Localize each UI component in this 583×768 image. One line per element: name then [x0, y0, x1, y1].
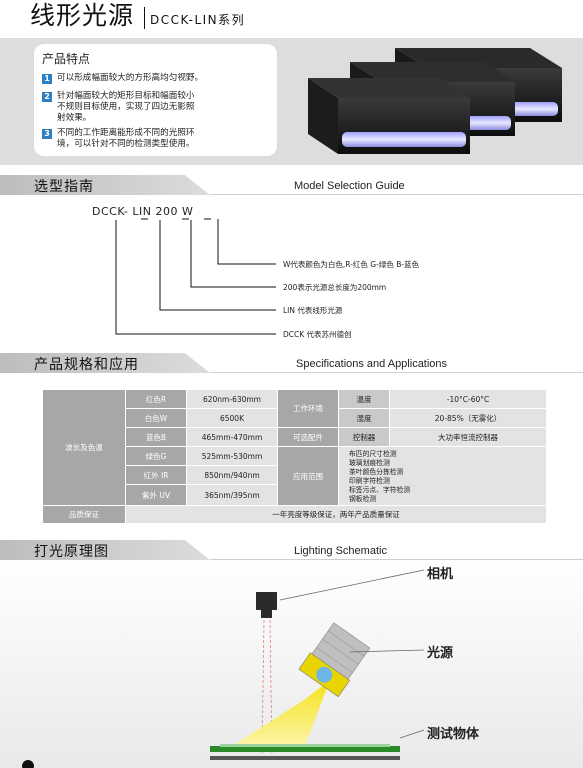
test-object-label: 测试物体	[427, 727, 480, 742]
application-item: 茶叶颜色分拣检测	[349, 468, 404, 476]
spec-color-name: 红色R	[126, 390, 186, 408]
spec-application-list: 布匹的尺寸检测 玻璃划痕检测 茶叶颜色分拣检测 印刷字符检测 标签污点、字符检测…	[339, 447, 546, 505]
feature-line: 境，可以针对不同的检测类型使用。	[57, 139, 195, 149]
spec-humidity-label: 湿度	[339, 409, 389, 427]
spec-temperature-label: 温度	[339, 390, 389, 408]
spec-color-value: 850nm/940nm	[187, 466, 277, 484]
spec-section-header: 产品规格和应用 Specifications and Applications	[0, 353, 583, 373]
spec-environment-label: 工作环境	[278, 390, 338, 427]
spec-color-name: 白色W	[126, 409, 186, 427]
spec-title-cn: 产品规格和应用	[34, 357, 139, 373]
spec-color-name: 紫外 UV	[126, 485, 186, 505]
spec-color-value: 525mm-530mm	[187, 447, 277, 465]
feature-title: 产品特点	[42, 52, 91, 66]
model-note: DCCK 代表苏州德创	[283, 330, 352, 339]
spec-quality-value: 一年亮度等级保证，两年产品质量保证	[126, 506, 546, 523]
model-note: 200表示光源总长度为200mm	[283, 283, 387, 292]
test-object-shape	[210, 744, 400, 760]
page-header: 线形光源 DCCK-LIN系列	[30, 0, 245, 32]
light-beam	[232, 680, 330, 746]
label-leaders	[279, 569, 425, 739]
spec-color-name: 蓝色B	[126, 428, 186, 446]
feature-number: 1	[42, 74, 52, 84]
feature-number: 2	[42, 92, 52, 102]
page-title: 线形光源	[30, 1, 135, 30]
feature-line: 针对幅面较大的矩形目标和幅面较小	[57, 91, 195, 101]
application-item: 玻璃划痕检测	[349, 459, 390, 467]
feature-number: 3	[42, 129, 52, 139]
feature-item: 3 不同的工作距离能形成不同的光照环 境，可以针对不同的检测类型使用。	[42, 128, 269, 150]
spec-temperature-value: -10°C-60°C	[390, 390, 546, 408]
spec-humidity-value: 20-85%（无雾化）	[390, 409, 546, 427]
spec-group-label: 波长及色温	[43, 390, 125, 505]
model-note: W代表颜色为白色,R-红色 G-绿色 B-蓝色	[283, 260, 420, 269]
model-code: DCCK- LIN 200 W	[92, 205, 194, 218]
spec-quality-label: 品质保证	[43, 506, 125, 523]
selection-section-header: 选型指南 Model Selection Guide	[0, 175, 583, 195]
camera-shape	[256, 592, 277, 618]
spec-color-value: 465mm-470mm	[187, 428, 277, 446]
series-name: DCCK-LIN系列	[150, 13, 246, 27]
selection-title-cn: 选型指南	[34, 179, 94, 195]
spec-accessory-label: 可选配件	[278, 428, 338, 446]
feature-line: 射效果。	[57, 113, 92, 123]
application-item: 钢板检测	[349, 495, 377, 503]
lighting-section-header: 打光原理图 Lighting Schematic	[0, 540, 583, 560]
spec-color-name: 绿色G	[126, 447, 186, 465]
light-source-label: 光源	[427, 646, 454, 661]
application-item: 布匹的尺寸检测	[349, 450, 397, 458]
spec-application-label: 应用范围	[278, 447, 338, 505]
lighting-title-cn: 打光原理图	[34, 544, 109, 560]
product-image	[308, 48, 562, 154]
model-note: LIN 代表线形光源	[283, 306, 343, 315]
spec-table: 波长及色温 红色R 620nm-630mm 白色W 6500K 蓝色B 465m…	[43, 390, 546, 523]
logo-icon	[22, 760, 34, 768]
spec-controller-value: 大功率恒流控制器	[390, 428, 546, 446]
application-item: 标签污点、字符检测	[349, 486, 411, 494]
spec-title-en: Specifications and Applications	[296, 358, 448, 370]
lighting-schematic	[0, 560, 583, 768]
application-item: 印刷字符检测	[349, 477, 390, 485]
feature-card: 产品特点 1 可以形成幅面较大的方形高均匀视野。 2 针对幅面较大的矩形目标和幅…	[34, 44, 277, 156]
feature-line: 不规则目标使用，实现了四边无影照	[57, 102, 195, 112]
spec-color-value: 6500K	[187, 409, 277, 427]
product-bar-front	[308, 78, 470, 154]
selection-title-en: Model Selection Guide	[294, 180, 405, 192]
title-divider	[144, 7, 146, 29]
spec-color-name: 红外 IR	[126, 466, 186, 484]
spec-controller-label: 控制器	[339, 428, 389, 446]
feature-item: 2 针对幅面较大的矩形目标和幅面较小 不规则目标使用，实现了四边无影照 射效果。	[42, 91, 269, 124]
lighting-title-en: Lighting Schematic	[294, 545, 387, 557]
feature-item: 1 可以形成幅面较大的方形高均匀视野。	[42, 73, 269, 84]
feature-line: 不同的工作距离能形成不同的光照环	[57, 128, 195, 138]
spec-color-value: 620nm-630mm	[187, 390, 277, 408]
spec-color-value: 365nm/395nm	[187, 485, 277, 505]
camera-label: 相机	[427, 567, 454, 582]
feature-line: 可以形成幅面较大的方形高均匀视野。	[57, 73, 204, 83]
